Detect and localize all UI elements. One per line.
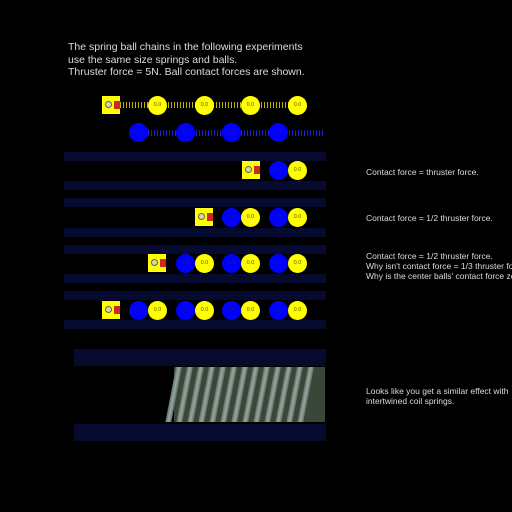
note-row-7: Looks like you get a similar effect with… — [366, 386, 509, 406]
note-row-5: Contact force = 1/2 thruster force. Why … — [366, 251, 512, 281]
intro-line-3: Thruster force = 5N. Ball contact forces… — [68, 66, 305, 79]
track-band — [64, 245, 326, 254]
thruster-knob-icon — [105, 101, 112, 108]
thruster-nozzle — [254, 166, 260, 174]
yellow-ball[interactable]: 0.0 — [288, 96, 307, 115]
yellow-ball[interactable]: 0.0 — [195, 254, 214, 273]
blue-ball[interactable]: 0.0 — [176, 123, 195, 142]
track-band — [64, 228, 326, 237]
track-band — [74, 424, 326, 441]
thruster[interactable] — [102, 301, 120, 319]
yellow-ball[interactable]: 0.0 — [195, 301, 214, 320]
track-band — [74, 349, 326, 366]
blue-ball[interactable]: 0.0 — [129, 301, 148, 320]
track-band — [64, 152, 326, 161]
intro-line-2: use the same size springs and balls. — [68, 53, 238, 66]
track-band — [64, 198, 326, 207]
note-row-4: Contact force = 1/2 thruster force. — [366, 213, 493, 223]
yellow-ball[interactable]: 0.0 — [195, 96, 214, 115]
yellow-ball[interactable]: 0.0 — [241, 208, 260, 227]
thruster-nozzle — [114, 306, 120, 314]
blue-ball[interactable]: 0.0 — [176, 301, 195, 320]
yellow-ball[interactable]: 0.0 — [288, 208, 307, 227]
blue-ball[interactable]: 0.0 — [176, 254, 195, 273]
thruster[interactable] — [148, 254, 166, 272]
blue-ball[interactable]: 0.0 — [222, 208, 241, 227]
yellow-ball[interactable]: 0.0 — [241, 96, 260, 115]
yellow-ball[interactable]: 0.0 — [288, 161, 307, 180]
thruster-nozzle — [114, 101, 120, 109]
blue-ball[interactable]: 0.0 — [269, 161, 288, 180]
blue-ball[interactable]: 0.0 — [129, 123, 148, 142]
blue-ball[interactable]: 0.0 — [269, 123, 288, 142]
blue-ball[interactable]: 0.0 — [222, 123, 241, 142]
blue-ball[interactable]: 0.0 — [269, 208, 288, 227]
yellow-ball[interactable]: 0.0 — [241, 254, 260, 273]
note-row-3: Contact force = thruster force. — [366, 167, 479, 177]
yellow-ball[interactable]: 0.0 — [148, 301, 167, 320]
track-band — [64, 181, 326, 190]
blue-ball[interactable]: 0.0 — [269, 254, 288, 273]
intro-line-1: The spring ball chains in the following … — [68, 41, 303, 53]
intro-text: The spring ball chains in the following … — [68, 41, 305, 79]
thruster[interactable] — [102, 96, 120, 114]
track-band — [64, 320, 326, 329]
thruster[interactable] — [195, 208, 213, 226]
thruster-nozzle — [160, 259, 166, 267]
track-band — [64, 274, 326, 283]
thruster[interactable] — [242, 161, 260, 179]
yellow-ball[interactable]: 0.0 — [241, 301, 260, 320]
thruster-knob-icon — [245, 166, 252, 173]
thruster-knob-icon — [105, 306, 112, 313]
thruster-knob-icon — [151, 259, 158, 266]
thruster-nozzle — [207, 213, 213, 221]
thruster-knob-icon — [198, 213, 205, 220]
yellow-ball[interactable]: 0.0 — [148, 96, 167, 115]
blue-ball[interactable]: 0.0 — [222, 301, 241, 320]
blue-ball[interactable]: 0.0 — [269, 301, 288, 320]
yellow-ball[interactable]: 0.0 — [288, 254, 307, 273]
yellow-ball[interactable]: 0.0 — [288, 301, 307, 320]
track-band — [64, 291, 326, 300]
blue-ball[interactable]: 0.0 — [222, 254, 241, 273]
